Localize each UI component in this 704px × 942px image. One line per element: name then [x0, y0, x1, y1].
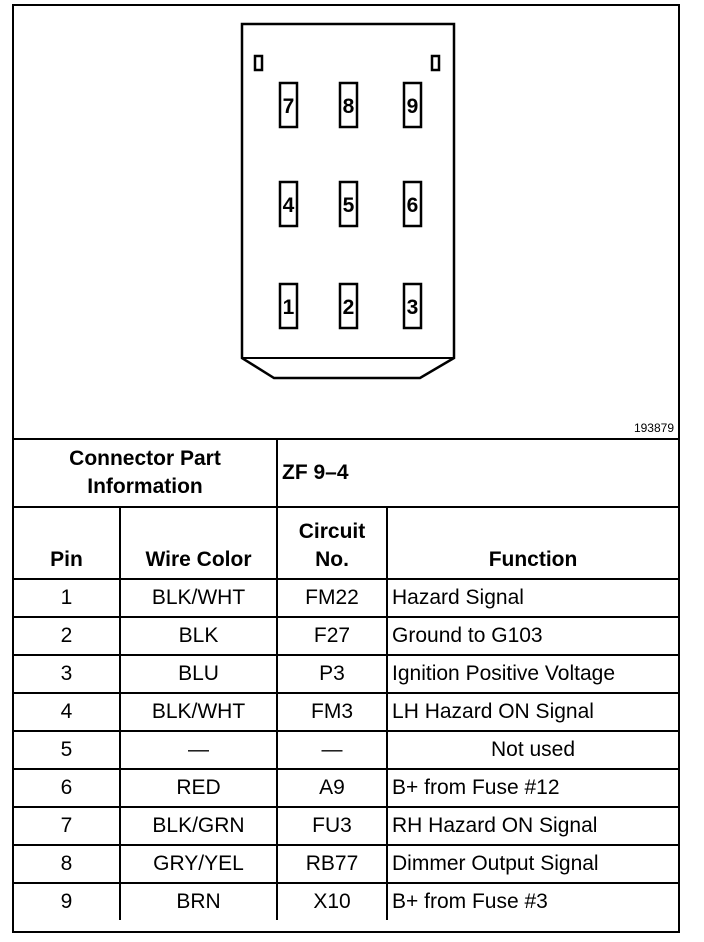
cell-pin: 1 — [14, 579, 121, 618]
pin-cavity: 2 — [338, 282, 359, 330]
cell-pin: 3 — [14, 654, 121, 694]
cell-function: Not used — [386, 730, 679, 770]
pin-number: 2 — [343, 296, 355, 319]
cell-circuit: FM3 — [276, 692, 389, 732]
pin-box — [402, 81, 423, 129]
cell-circuit: F27 — [276, 616, 389, 656]
cell-circuit: A9 — [276, 768, 389, 808]
table-header-row: Pin Wire Color Circuit No. Function — [14, 506, 679, 580]
cell-circuit: FM22 — [276, 579, 389, 618]
cell-circuit: FU3 — [276, 806, 389, 846]
cell-pin: 8 — [14, 844, 121, 884]
cell-pin: 5 — [14, 730, 121, 770]
pin-number: 3 — [407, 296, 419, 319]
pin-cavity: 7 — [278, 81, 299, 129]
pin-box — [278, 180, 299, 228]
pin-box — [338, 180, 359, 228]
pin-cavity: 4 — [278, 180, 299, 228]
cell-pin: 2 — [14, 616, 121, 656]
pin-box — [402, 282, 423, 330]
cell-wire-color: RED — [118, 768, 279, 808]
pin-cavity: 1 — [278, 282, 299, 330]
cell-function: Dimmer Output Signal — [386, 844, 679, 884]
pin-box — [338, 81, 359, 129]
connector-table: Connector Part Information ZF 9–4 Pin Wi… — [14, 440, 679, 920]
pin-number: 6 — [407, 194, 419, 217]
pin-cavity: 3 — [402, 282, 423, 330]
table-row: 5——Not used — [14, 730, 679, 770]
pin-box — [278, 282, 299, 330]
cell-pin: 4 — [14, 692, 121, 732]
pin-box — [278, 81, 299, 129]
cell-circuit: RB77 — [276, 844, 389, 884]
header-function: Function — [386, 506, 679, 580]
connector-part-row: Connector Part Information ZF 9–4 — [14, 440, 679, 508]
pin-number: 4 — [283, 194, 295, 217]
cell-wire-color: BLK/WHT — [118, 692, 279, 732]
connector-face-svg: 7 8 9 4 5 6 1 2 3 — [240, 22, 456, 380]
cell-function: Hazard Signal — [386, 579, 679, 618]
cell-wire-color: GRY/YEL — [118, 844, 279, 884]
pin-cavity: 8 — [338, 81, 359, 129]
cell-function: Ground to G103 — [386, 616, 679, 656]
pin-cavity: 5 — [338, 180, 359, 228]
pin-cavity: 9 — [402, 81, 423, 129]
cell-wire-color: BLK/GRN — [118, 806, 279, 846]
pin-cavity: 6 — [402, 180, 423, 228]
pin-number: 5 — [343, 194, 355, 217]
cell-wire-color: BLU — [118, 654, 279, 694]
pin-number: 7 — [283, 95, 295, 118]
pin-box — [338, 282, 359, 330]
cell-pin: 9 — [14, 882, 121, 920]
pin-number: 1 — [283, 296, 295, 319]
latch-mark-right — [430, 54, 441, 72]
cell-pin: 7 — [14, 806, 121, 846]
latch-mark-left — [253, 54, 264, 72]
pin-number: 8 — [343, 95, 355, 118]
cell-wire-color: BRN — [118, 882, 279, 920]
pin-box — [402, 180, 423, 228]
header-circuit-no: Circuit No. — [276, 506, 389, 580]
cell-function: B+ from Fuse #12 — [386, 768, 679, 808]
header-pin: Pin — [14, 506, 121, 580]
cell-circuit: X10 — [276, 882, 389, 920]
cell-wire-color: BLK — [118, 616, 279, 656]
figure-id: 193879 — [633, 421, 674, 435]
cell-function: LH Hazard ON Signal — [386, 692, 679, 732]
cell-circuit: — — [276, 730, 389, 770]
connector-diagram: 7 8 9 4 5 6 1 2 3 193879 — [14, 6, 678, 440]
connector-part-value: ZF 9–4 — [276, 440, 679, 508]
cell-function: RH Hazard ON Signal — [386, 806, 679, 846]
cell-function: B+ from Fuse #3 — [386, 882, 679, 920]
connector-part-label: Connector Part Information — [14, 440, 279, 508]
header-wire-color: Wire Color — [118, 506, 279, 580]
cell-wire-color: — — [118, 730, 279, 770]
cell-function: Ignition Positive Voltage — [386, 654, 679, 694]
cell-wire-color: BLK/WHT — [118, 579, 279, 618]
pin-number: 9 — [407, 95, 419, 118]
cell-circuit: P3 — [276, 654, 389, 694]
cell-pin: 6 — [14, 768, 121, 808]
